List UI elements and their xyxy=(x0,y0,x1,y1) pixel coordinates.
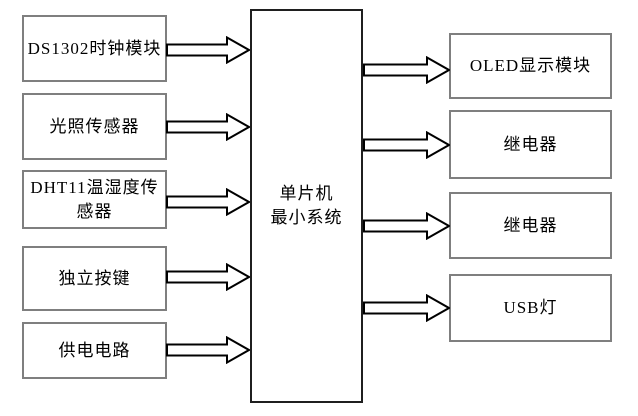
box-oled-display-module: OLED显示模块 xyxy=(449,33,612,99)
arrow-mcu-to-relay-1-icon xyxy=(363,131,450,159)
arrow-mcu-to-usb-light-icon xyxy=(363,294,450,322)
arrow-mcu-to-oled-icon xyxy=(363,56,450,84)
box-relay-2: 继电器 xyxy=(449,192,612,259)
arrow-power-to-mcu-icon xyxy=(166,336,250,364)
box-dht11-temp-humidity-sensor: DHT11温湿度传 感器 xyxy=(22,170,167,229)
box-label: 供电电路 xyxy=(58,340,131,360)
arrow-light-sensor-to-mcu-icon xyxy=(166,113,250,141)
box-label: 独立按键 xyxy=(58,268,131,288)
box-power-supply-circuit: 供电电路 xyxy=(22,322,167,379)
arrow-mcu-to-relay-2-icon xyxy=(363,212,450,240)
box-relay-1: 继电器 xyxy=(449,110,612,179)
box-label: DHT11温湿度传 感器 xyxy=(30,177,159,221)
box-label: OLED显示模块 xyxy=(469,56,592,75)
box-label: 继电器 xyxy=(503,215,558,235)
box-label: 光照传感器 xyxy=(49,116,140,136)
arrow-ds1302-to-mcu-icon xyxy=(166,36,250,64)
box-ds1302-clock-module: DS1302时钟模块 xyxy=(22,15,167,82)
box-mcu-minimal-system: 单片机 最小系统 xyxy=(250,9,363,403)
arrow-buttons-to-mcu-icon xyxy=(166,263,250,291)
box-usb-light: USB灯 xyxy=(449,274,612,342)
box-label: 单片机 最小系统 xyxy=(270,184,343,227)
arrow-dht11-to-mcu-icon xyxy=(166,188,250,216)
box-label: DS1302时钟模块 xyxy=(27,38,162,58)
box-label: 继电器 xyxy=(503,134,558,154)
box-light-sensor: 光照传感器 xyxy=(22,93,167,160)
box-independent-buttons: 独立按键 xyxy=(22,246,167,311)
box-label: USB灯 xyxy=(503,298,558,317)
